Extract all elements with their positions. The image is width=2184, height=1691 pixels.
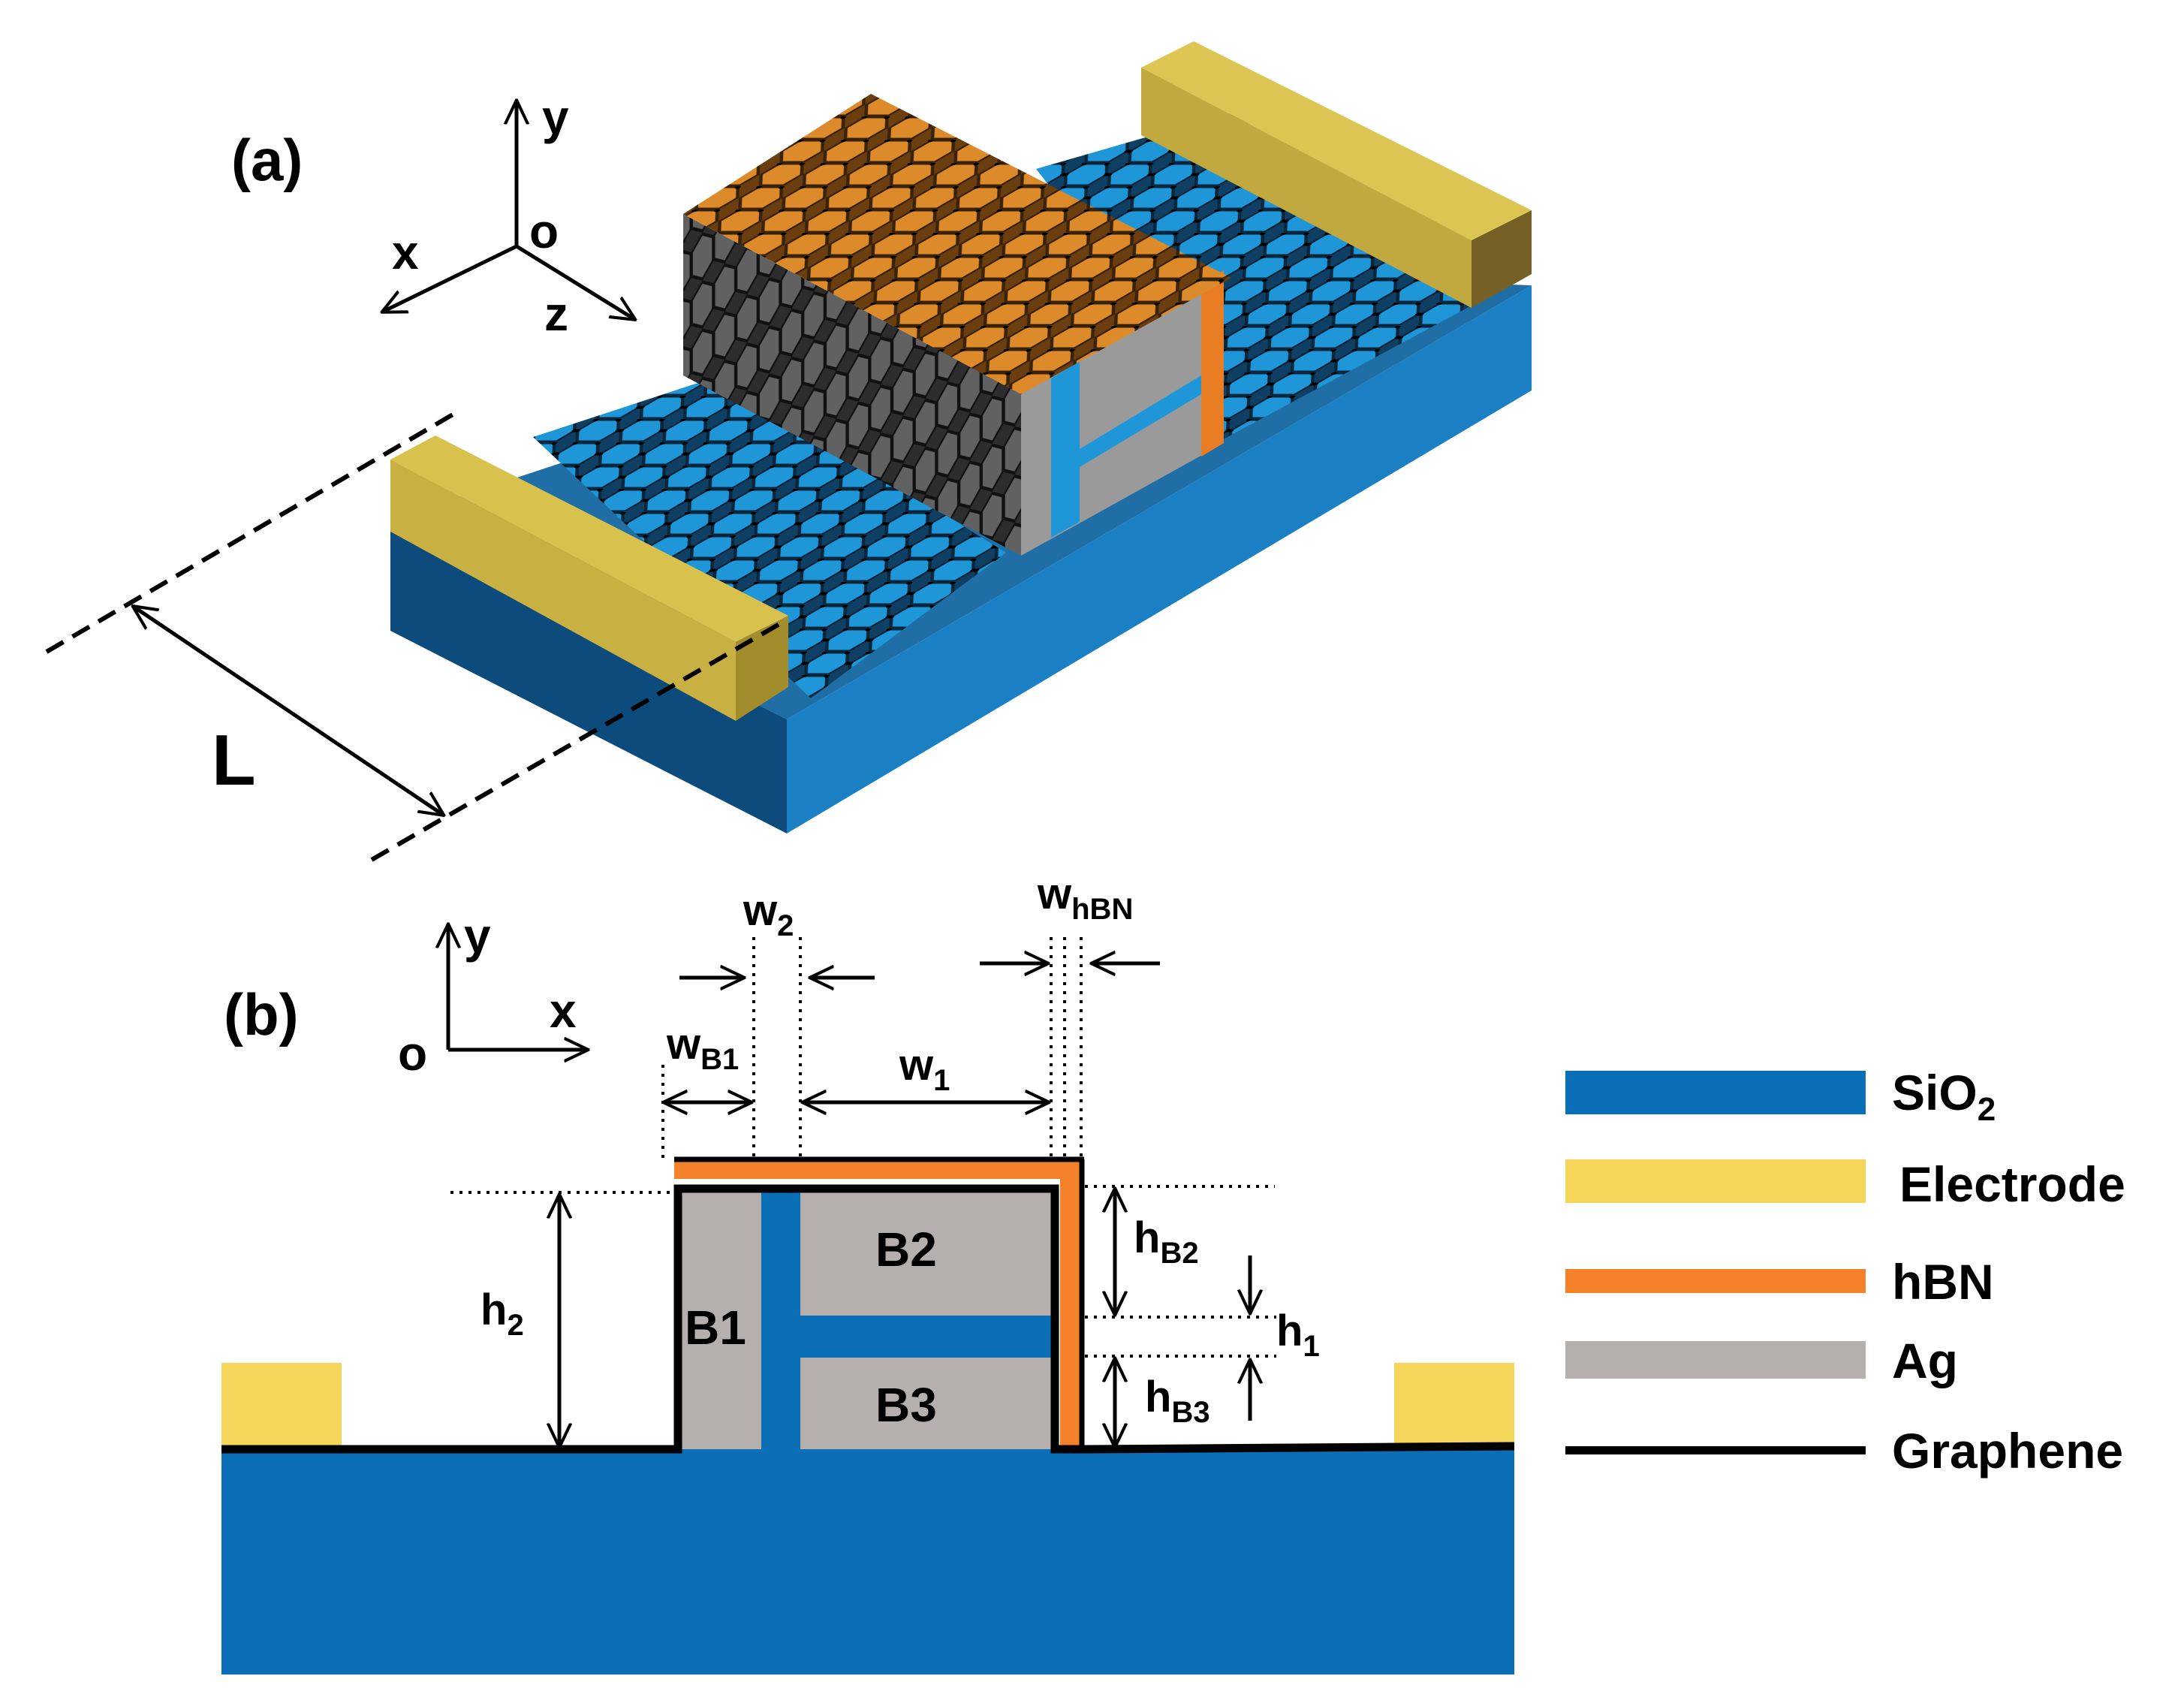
graphene-line [221, 1184, 1515, 1454]
axis-z-label: z [544, 287, 568, 341]
ridge-side-hbn [1201, 270, 1224, 457]
legend-swatch-graphene [1565, 1446, 1866, 1454]
dim-w2-label: w2 [743, 886, 794, 942]
dim-w1-label: w1 [899, 1041, 950, 1097]
blue-bar [800, 1316, 1051, 1358]
panel-b-label: (b) [224, 981, 299, 1047]
legend-swatch-electrode [1565, 1159, 1866, 1203]
electrode-back [1141, 41, 1532, 308]
substrate-2d [221, 1449, 1514, 1674]
length-dimension [45, 409, 782, 862]
dim-hb3-label: hB3 [1145, 1373, 1210, 1429]
legend: SiO2 Electrode hBN Ag Graphene [1565, 1065, 2125, 1478]
block-b1-label: B1 [685, 1301, 746, 1355]
electrode-left-2d [221, 1363, 342, 1447]
panel-a-label: (a) [231, 127, 303, 193]
hbn-top [674, 1159, 1080, 1179]
block-b1 [682, 1192, 761, 1449]
axis-x-label: x [392, 225, 419, 279]
ridge-side-blue-h [1080, 375, 1201, 467]
legend-label-graphene: Graphene [1892, 1423, 2123, 1478]
legend-swatch-ag [1565, 1341, 1866, 1379]
dim-whbn-label: whBN [1037, 870, 1133, 926]
blue-stem [761, 1192, 800, 1449]
electrode-right-2d [1394, 1363, 1514, 1447]
legend-label-ag: Ag [1892, 1333, 1958, 1388]
dim-h2-label: h2 [480, 1286, 524, 1342]
substrate-side [787, 285, 1532, 833]
dimension-arrows [559, 963, 1250, 1446]
axis-origin-label: o [529, 204, 559, 258]
axes-2d [448, 925, 587, 1050]
legend-swatch-sio2 [1565, 1071, 1866, 1114]
hbn-right [1060, 1179, 1080, 1449]
ridge-3d [683, 94, 1231, 556]
length-label: L [212, 720, 256, 800]
dim-h1-label: h1 [1276, 1307, 1320, 1363]
ridge-side-blue-v [1051, 361, 1080, 538]
block-b3-label: B3 [875, 1378, 937, 1432]
substrate-front [390, 520, 787, 833]
dim-wb1-label: wB1 [666, 1020, 739, 1076]
axis2-origin-label: o [398, 1026, 427, 1081]
legend-swatch-hbn [1565, 1269, 1866, 1293]
ridge-top-hbn [683, 94, 1231, 394]
graphene-right [1036, 113, 1509, 443]
block-b3 [800, 1358, 1051, 1449]
block-b2-label: B2 [875, 1222, 937, 1277]
legend-label-sio2: SiO2 [1892, 1065, 1996, 1128]
dim-hb2-label: hB2 [1134, 1213, 1199, 1270]
graphene-left [533, 375, 1006, 698]
block-b2 [800, 1192, 1051, 1316]
axis2-x-label: x [550, 984, 577, 1038]
ridge-front-gray [683, 214, 1021, 556]
axis2-y-label: y [464, 909, 491, 963]
legend-label-hbn: hBN [1892, 1254, 1994, 1310]
legend-label-electrode: Electrode [1899, 1156, 2125, 1212]
axes-3d [383, 101, 634, 319]
axis-y-label: y [542, 90, 569, 144]
